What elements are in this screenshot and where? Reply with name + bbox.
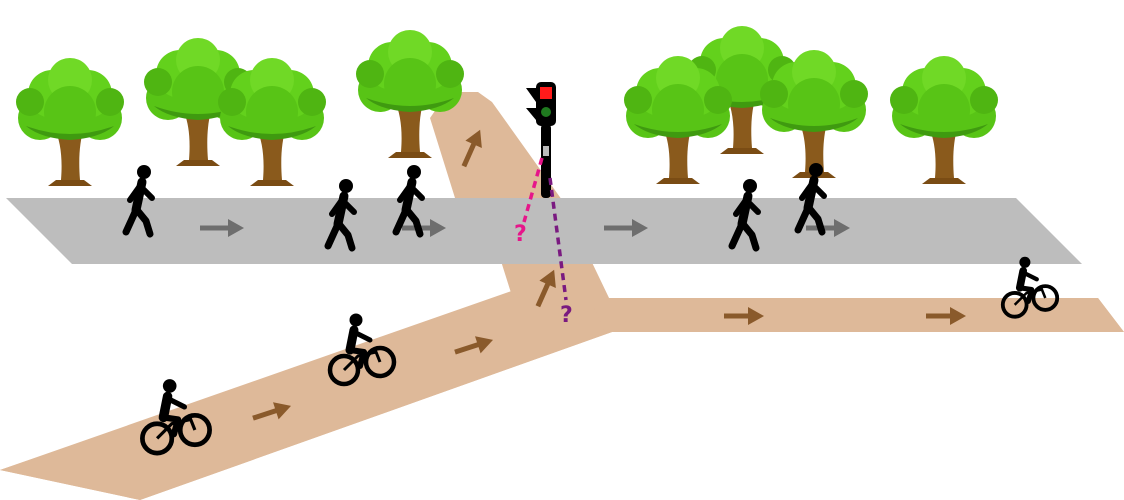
question-mark-far: ? — [560, 303, 573, 328]
green-signal-lamp — [541, 107, 551, 117]
sightline-far — [548, 177, 568, 301]
red-signal-lamp — [540, 87, 552, 99]
bike-path-right — [590, 298, 1124, 332]
push-button — [543, 146, 549, 156]
sidewalk — [6, 198, 1082, 264]
bike-path-diagonal — [0, 288, 612, 500]
tree-icon — [890, 56, 998, 184]
tree-icon — [16, 58, 124, 186]
question-mark-near: ? — [514, 222, 527, 247]
